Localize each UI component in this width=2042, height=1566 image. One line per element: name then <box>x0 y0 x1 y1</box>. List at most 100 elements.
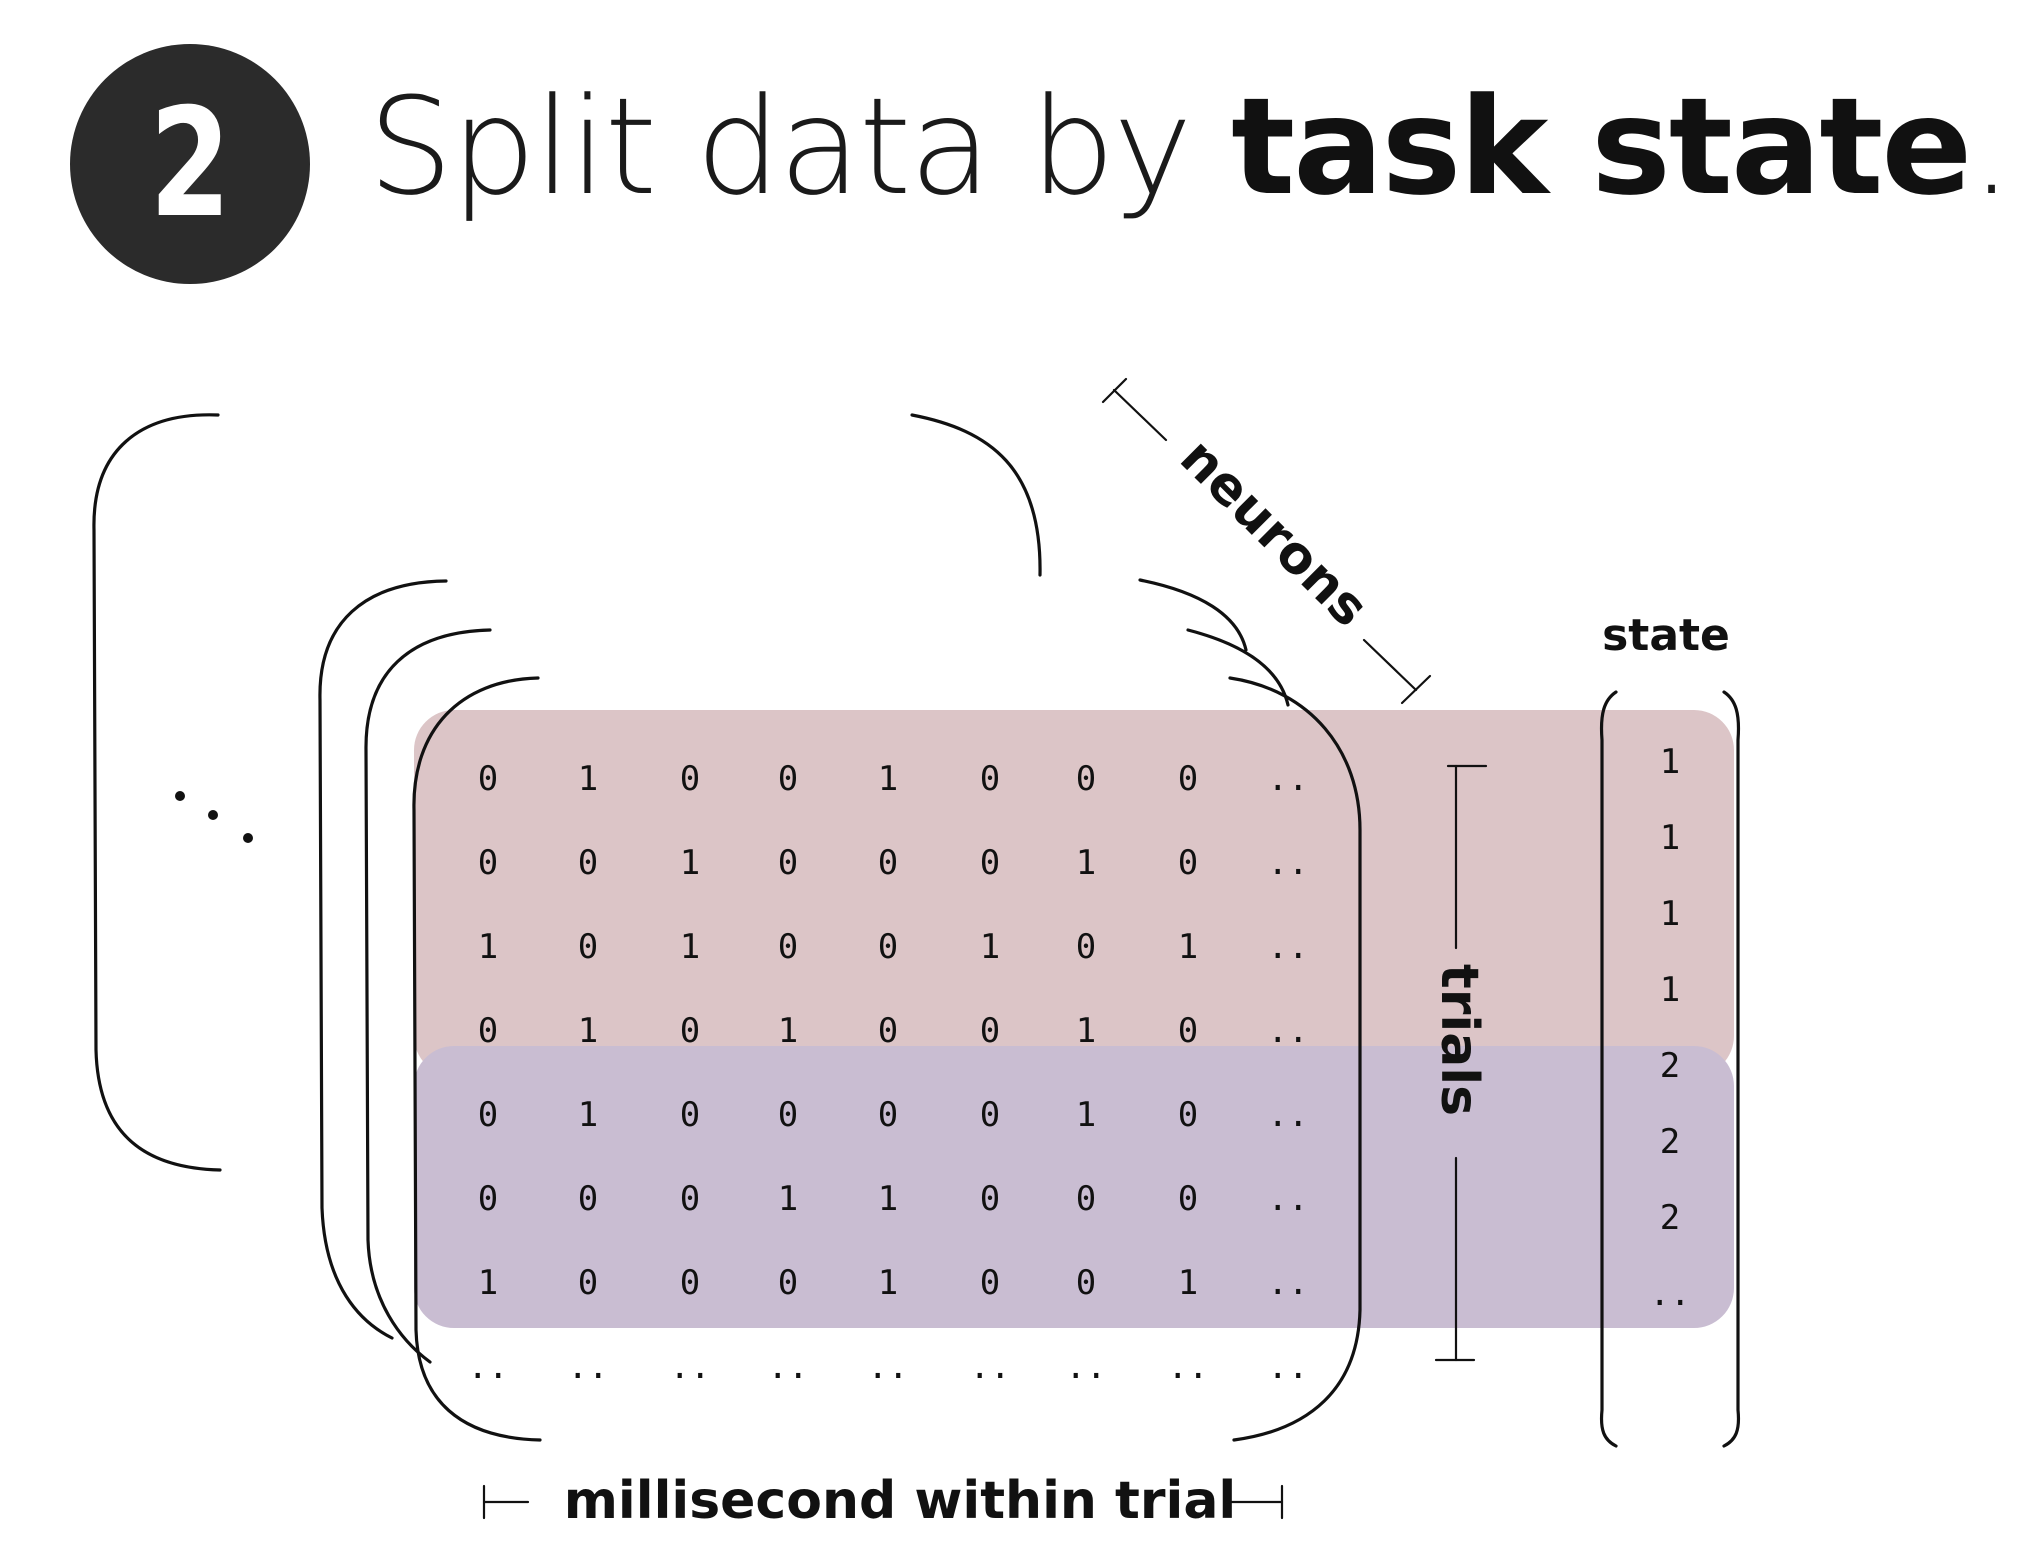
matrix-cell: .. <box>1268 1011 1309 1051</box>
slice2-right-bracket <box>1186 628 1290 707</box>
trials-axis-label: trials <box>1429 964 1489 1116</box>
neurons-axis-line-start <box>1112 388 1168 442</box>
slice3-right-bracket <box>1138 578 1248 652</box>
neurons-axis-line-end <box>1362 638 1418 692</box>
matrix-row: .................. <box>468 1347 1309 1387</box>
matrix-cell: 0 <box>980 1263 1000 1303</box>
neurons-axis-label: neurons <box>1168 427 1379 638</box>
matrix-cell: .. <box>670 1347 711 1387</box>
matrix-cell: 1 <box>478 1263 498 1303</box>
matrix-cell: .. <box>1268 843 1309 883</box>
matrix-cell: 0 <box>980 843 1000 883</box>
matrix-cell: 0 <box>680 1011 700 1051</box>
matrix-cell: 0 <box>1076 927 1096 967</box>
matrix-cell: 1 <box>878 1263 898 1303</box>
state-header: state <box>1602 610 1730 661</box>
matrix-cell: 0 <box>778 1095 798 1135</box>
state-value: 1 <box>1660 742 1680 782</box>
matrix-cell: 0 <box>1178 1011 1198 1051</box>
title-suffix: . <box>1970 69 2013 225</box>
step-badge: 2 <box>70 44 310 284</box>
matrix-cell: 0 <box>1076 1263 1096 1303</box>
matrix-cell: .. <box>1268 759 1309 799</box>
state-value: 1 <box>1660 818 1680 858</box>
matrix-cell: 1 <box>1178 1263 1198 1303</box>
matrix-cell: 1 <box>878 1179 898 1219</box>
matrix-cell: 1 <box>680 843 700 883</box>
matrix-cell: 0 <box>1178 1179 1198 1219</box>
spike-matrix: 0 1 0 0 1 0 0 0.. 0 0 1 0 0 0 1 0.. 1 0 1 0 0 1 0 1.. 0 1 0 1 0 0 1 0..… <box>468 759 1309 1387</box>
matrix-cell: 0 <box>478 1179 498 1219</box>
state-bands <box>414 710 1734 1328</box>
matrix-cell: 1 <box>478 927 498 967</box>
front-matrix-right-bracket <box>1228 676 1362 1442</box>
matrix-cell: 0 <box>578 1263 598 1303</box>
matrix-cell: 0 <box>980 1179 1000 1219</box>
matrix-cell: 0 <box>478 1095 498 1135</box>
neurons-axis: neurons <box>1101 377 1432 705</box>
back-slice-brackets <box>92 413 1290 1364</box>
ellipsis-dot <box>208 810 218 820</box>
ellipsis-dot <box>243 833 253 843</box>
matrix-cell: .. <box>1168 1347 1209 1387</box>
matrix-cell: .. <box>868 1347 909 1387</box>
state-value: 1 <box>1660 894 1680 934</box>
matrix-cell: 0 <box>478 759 498 799</box>
slice3-left-bracket <box>318 579 448 1340</box>
matrix-cell: .. <box>1268 1347 1309 1387</box>
state-band-2 <box>414 1046 1734 1328</box>
time-axis: millisecond within trial <box>482 1471 1284 1531</box>
matrix-cell: 0 <box>578 843 598 883</box>
matrix-cell: .. <box>1268 1179 1309 1219</box>
state-value: 1 <box>1660 970 1680 1010</box>
matrix-cell: 1 <box>980 927 1000 967</box>
matrix-cell: .. <box>1268 1263 1309 1303</box>
matrix-cell: 0 <box>1178 843 1198 883</box>
matrix-cell: 0 <box>878 1095 898 1135</box>
matrix-cell: 0 <box>778 927 798 967</box>
matrix-cell: 0 <box>878 1011 898 1051</box>
matrix-cell: 0 <box>778 843 798 883</box>
back-slice-left-bracket <box>92 413 222 1172</box>
matrix-cell: 0 <box>578 927 598 967</box>
matrix-cell: 0 <box>478 843 498 883</box>
slice2-left-bracket <box>364 628 492 1364</box>
state-value: 2 <box>1660 1046 1680 1086</box>
matrix-cell: 0 <box>680 759 700 799</box>
matrix-row: 0 0 1 0 0 0 1 0.. <box>478 843 1309 883</box>
back-slice-right-bracket <box>910 413 1042 577</box>
title-prefix: Split data by <box>368 69 1232 225</box>
state-value: 2 <box>1660 1198 1680 1238</box>
matrix-cell: 0 <box>1178 1095 1198 1135</box>
step-number: 2 <box>149 77 231 251</box>
matrix-cell: .. <box>768 1347 809 1387</box>
matrix-cell: .. <box>1066 1347 1107 1387</box>
matrix-cell: 0 <box>680 1095 700 1135</box>
matrix-cell: 0 <box>478 1011 498 1051</box>
matrix-cell: 1 <box>578 1011 598 1051</box>
matrix-cell: 1 <box>1076 843 1096 883</box>
matrix-cell: .. <box>970 1347 1011 1387</box>
matrix-cell: 1 <box>1076 1011 1096 1051</box>
title-emphasis: task state <box>1231 69 1972 225</box>
matrix-cell: 0 <box>878 843 898 883</box>
matrix-cell: 0 <box>1076 759 1096 799</box>
matrix-cell: 0 <box>980 759 1000 799</box>
matrix-cell: .. <box>568 1347 609 1387</box>
matrix-cell: 1 <box>778 1011 798 1051</box>
time-axis-label: millisecond within trial <box>564 1471 1237 1531</box>
matrix-cell: 0 <box>680 1263 700 1303</box>
ellipsis-dot <box>175 791 185 801</box>
matrix-cell: 1 <box>680 927 700 967</box>
matrix-cell: .. <box>1268 927 1309 967</box>
matrix-cell: 1 <box>578 759 598 799</box>
